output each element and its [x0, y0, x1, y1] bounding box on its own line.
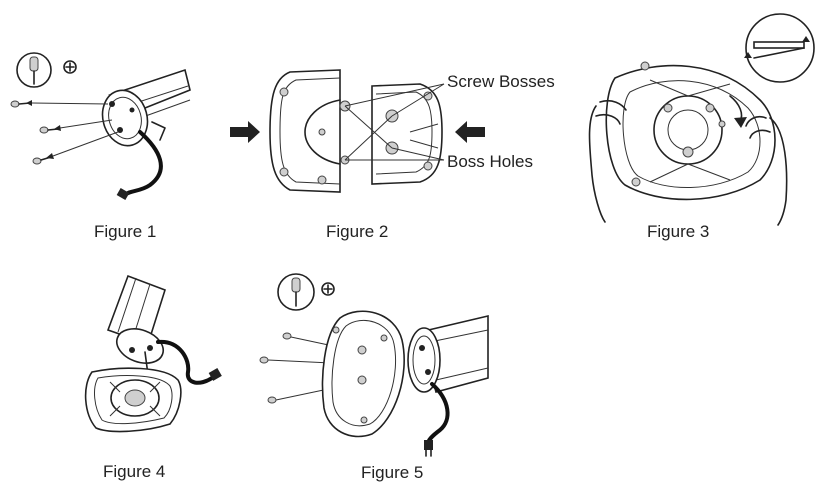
screw-bosses-label: Screw Bosses — [447, 72, 555, 91]
screwdriver-icon — [16, 52, 52, 88]
figure-4-caption: Figure 4 — [103, 462, 166, 481]
screw-icon — [32, 131, 119, 165]
figure-5-illustration — [259, 273, 489, 457]
phillips-head-icon — [321, 282, 335, 296]
figure-2-illustration — [230, 69, 485, 193]
boss-holes-label: Boss Holes — [447, 152, 533, 171]
figure-5-caption: Figure 5 — [361, 463, 424, 482]
figure-1-illustration — [10, 52, 191, 200]
tilt-inset-diagram — [744, 13, 815, 83]
figure-3-caption: Figure 3 — [647, 222, 710, 241]
screw-icon — [282, 332, 353, 351]
screw-icon — [39, 119, 113, 134]
figure-1-caption: Figure 1 — [94, 222, 157, 241]
figure-4-illustration — [84, 274, 222, 433]
figure-2-caption: Figure 2 — [326, 222, 389, 241]
direction-arrow-icon — [230, 121, 260, 143]
screwdriver-icon — [277, 273, 315, 311]
phillips-head-icon — [63, 60, 77, 74]
direction-arrow-icon — [455, 121, 485, 143]
screw-icon — [10, 100, 109, 108]
figure-3-illustration — [588, 13, 815, 226]
